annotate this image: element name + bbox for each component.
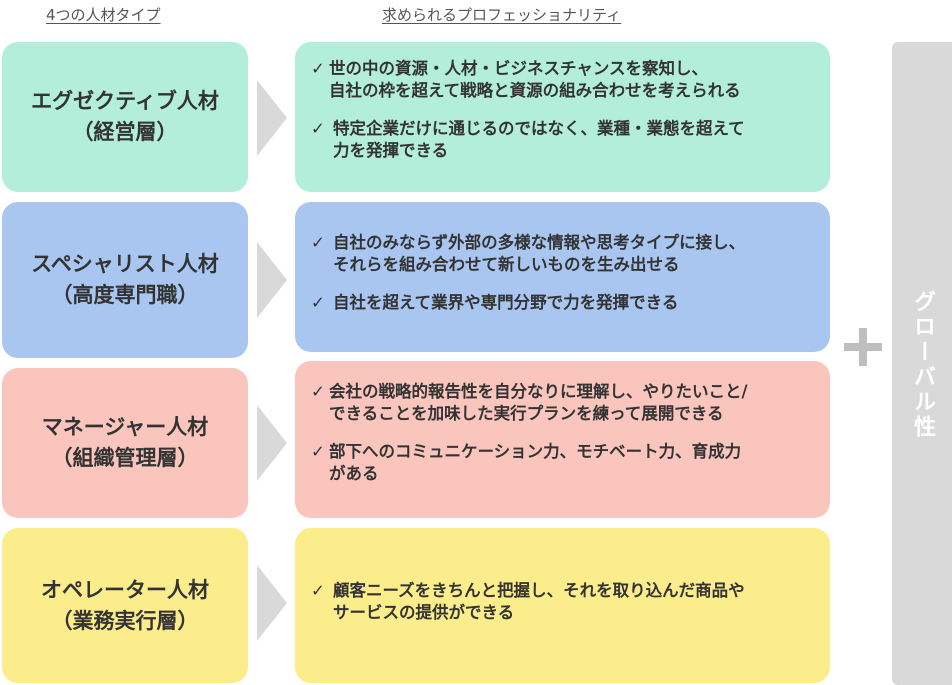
- check-icon: ✓: [311, 442, 325, 461]
- type-subtitle: （組織管理層）: [51, 446, 199, 470]
- bullet-line: サービスの提供ができる: [333, 603, 515, 622]
- bullet-line: 会社の戦略的報告性を自分なりに理解し、やりたいこと/: [329, 382, 748, 401]
- type-subtitle: （経営層）: [72, 120, 178, 144]
- bullet-line: 力を発揮できる: [333, 141, 449, 160]
- bullet-line: 顧客ニーズをきちんと把握し、それを取り込んだ商品や: [333, 581, 745, 600]
- bullet-line: 世の中の資源・人材・ビジネスチャンスを察知し、: [329, 59, 709, 78]
- bullet-item: ✓ 世の中の資源・人材・ビジネスチャンスを察知し、 自社の枠を超えて戦略と資源の…: [311, 58, 816, 102]
- bullet-line: それらを組み合わせて新しいものを生み出せる: [333, 255, 680, 274]
- global-label: グローバル性: [910, 290, 935, 440]
- bullet-item: ✓ 部下へのコミュニケーション力、モチベート力、育成力 がある: [311, 441, 816, 485]
- check-icon: ✓: [311, 59, 325, 78]
- type-box-manager: マネージャー人材 （組織管理層）: [2, 368, 248, 518]
- type-title: スペシャリスト人材: [31, 252, 219, 276]
- description-box-specialist: ✓ 自社のみならず外部の多様な情報や思考タイプに接し、 それらを組み合わせて新し…: [295, 202, 830, 352]
- bullet-line: がある: [329, 464, 379, 483]
- check-icon: ✓: [311, 119, 325, 138]
- type-box-operator: オペレーター人材 （業務実行層）: [2, 528, 248, 683]
- bullet-line: 自社の枠を超えて戦略と資源の組み合わせを考えられる: [329, 81, 741, 100]
- bullet-item: ✓ 特定企業だけに通じるのではなく、業種・業態を超えて 力を発揮できる: [311, 118, 816, 162]
- arrow-icon: [257, 565, 287, 641]
- plus-icon: [844, 328, 882, 366]
- arrow-icon: [257, 80, 287, 156]
- bullet-item: ✓ 顧客ニーズをきちんと把握し、それを取り込んだ商品や サービスの提供ができる: [311, 580, 816, 624]
- type-box-executive: エグゼクティブ人材 （経営層）: [2, 42, 248, 192]
- type-title: オペレーター人材: [41, 577, 209, 602]
- type-title: マネージャー人材: [41, 415, 209, 439]
- type-column-header: 4つの人材タイプ: [46, 6, 161, 24]
- bullet-line: 特定企業だけに通じるのではなく、業種・業態を超えて: [333, 119, 745, 138]
- check-icon: ✓: [311, 581, 325, 600]
- description-box-executive: ✓ 世の中の資源・人材・ビジネスチャンスを察知し、 自社の枠を超えて戦略と資源の…: [295, 42, 830, 192]
- arrow-icon: [257, 242, 287, 318]
- global-bar: グローバル性: [892, 42, 952, 685]
- bullet-line: 自社のみならず外部の多様な情報や思考タイプに接し、: [333, 233, 746, 252]
- type-subtitle: （業務実行層）: [51, 608, 199, 633]
- bullet-line: 部下へのコミュニケーション力、モチベート力、育成力: [329, 442, 742, 461]
- bullet-item: ✓ 会社の戦略的報告性を自分なりに理解し、やりたいこと/ できることを加味した実…: [311, 381, 816, 425]
- bullet-item: ✓ 自社のみならず外部の多様な情報や思考タイプに接し、 それらを組み合わせて新し…: [311, 232, 816, 276]
- bullet-item: ✓ 自社を超えて業界や専門分野で力を発揮できる: [311, 292, 816, 314]
- check-icon: ✓: [311, 233, 325, 252]
- type-subtitle: （高度専門職）: [51, 283, 199, 307]
- description-box-operator: ✓ 顧客ニーズをきちんと把握し、それを取り込んだ商品や サービスの提供ができる: [295, 528, 830, 683]
- description-box-manager: ✓ 会社の戦略的報告性を自分なりに理解し、やりたいこと/ できることを加味した実…: [295, 361, 830, 518]
- type-box-specialist: スペシャリスト人材 （高度専門職）: [2, 202, 248, 358]
- bullet-line: できることを加味した実行プランを練って展開できる: [329, 404, 724, 423]
- bullet-line: 自社を超えて業界や専門分野で力を発揮できる: [333, 293, 679, 312]
- check-icon: ✓: [311, 293, 325, 312]
- professionality-column-header: 求められるプロフェッショナリティ: [382, 6, 622, 24]
- arrow-icon: [257, 405, 287, 481]
- check-icon: ✓: [311, 382, 325, 401]
- type-title: エグゼクティブ人材: [31, 89, 219, 113]
